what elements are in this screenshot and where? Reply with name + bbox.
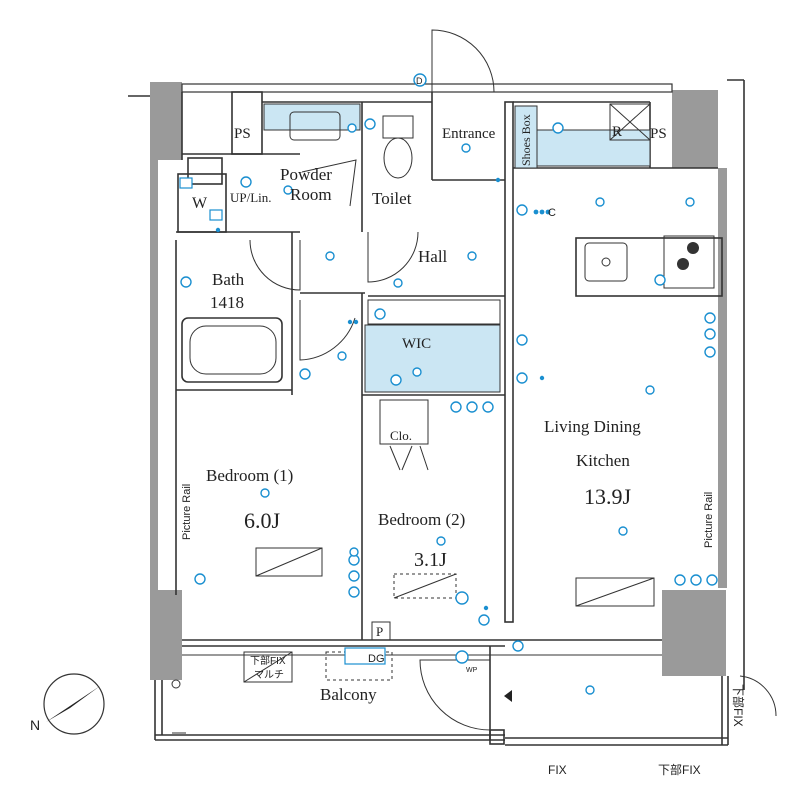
powder-room-label-2: Room [290,185,332,204]
ldk-size-label: 13.9J [584,484,632,509]
washer-label: W [192,195,208,212]
room-labels: PS PS Entrance Shoes Box R Powder Room U… [181,76,746,777]
storage-areas [263,103,651,445]
bath-size-label: 1418 [210,293,244,312]
r-label: R [612,124,622,140]
p-label: P [376,624,383,639]
ldk-label-1: Living Dining [544,417,641,436]
ldk-label-2: Kitchen [576,451,630,470]
wp-label: WP [466,667,478,674]
kabu-fix-balcony-label: 下部FIX [250,654,286,667]
up-lin-label: UP/Lin. [230,190,272,205]
fixtures [171,111,723,734]
kabu-fix-bottom-label: 下部FIX [658,762,701,777]
ps-left-label: PS [234,126,251,142]
dg-label: DG [368,653,385,665]
ps-right-label: PS [650,126,667,142]
picture-rail-left-label: Picture Rail [181,484,193,540]
bedroom1-label: Bedroom (1) [206,466,293,485]
north-arrow: N [30,673,512,735]
doors [249,29,777,731]
hall-label: Hall [418,247,448,266]
multi-label: マルチ [254,669,284,681]
north-label: N [30,717,40,733]
shoes-box-label: Shoes Box [519,114,533,166]
d-label: D [416,76,423,86]
outer-walls [128,79,745,690]
entrance-label: Entrance [442,126,496,142]
picture-rail-right-label: Picture Rail [703,492,715,548]
bedroom2-size-label: 3.1J [414,549,447,571]
balcony-label: Balcony [320,685,377,704]
clo-label: Clo. [390,428,412,443]
c-label-hall: C [548,207,556,219]
electrical-symbols [179,73,718,695]
fix-bottom-label: FIX [548,763,567,777]
bedroom1-size-label: 6.0J [244,508,281,533]
wic-label: WIC [402,336,431,352]
kabu-fix-right-label: 下部FIX [731,684,746,727]
bath-label: Bath [212,270,245,289]
toilet-label: Toilet [372,189,412,208]
bedroom2-label: Bedroom (2) [378,510,465,529]
powder-room-label-1: Powder [280,165,332,184]
